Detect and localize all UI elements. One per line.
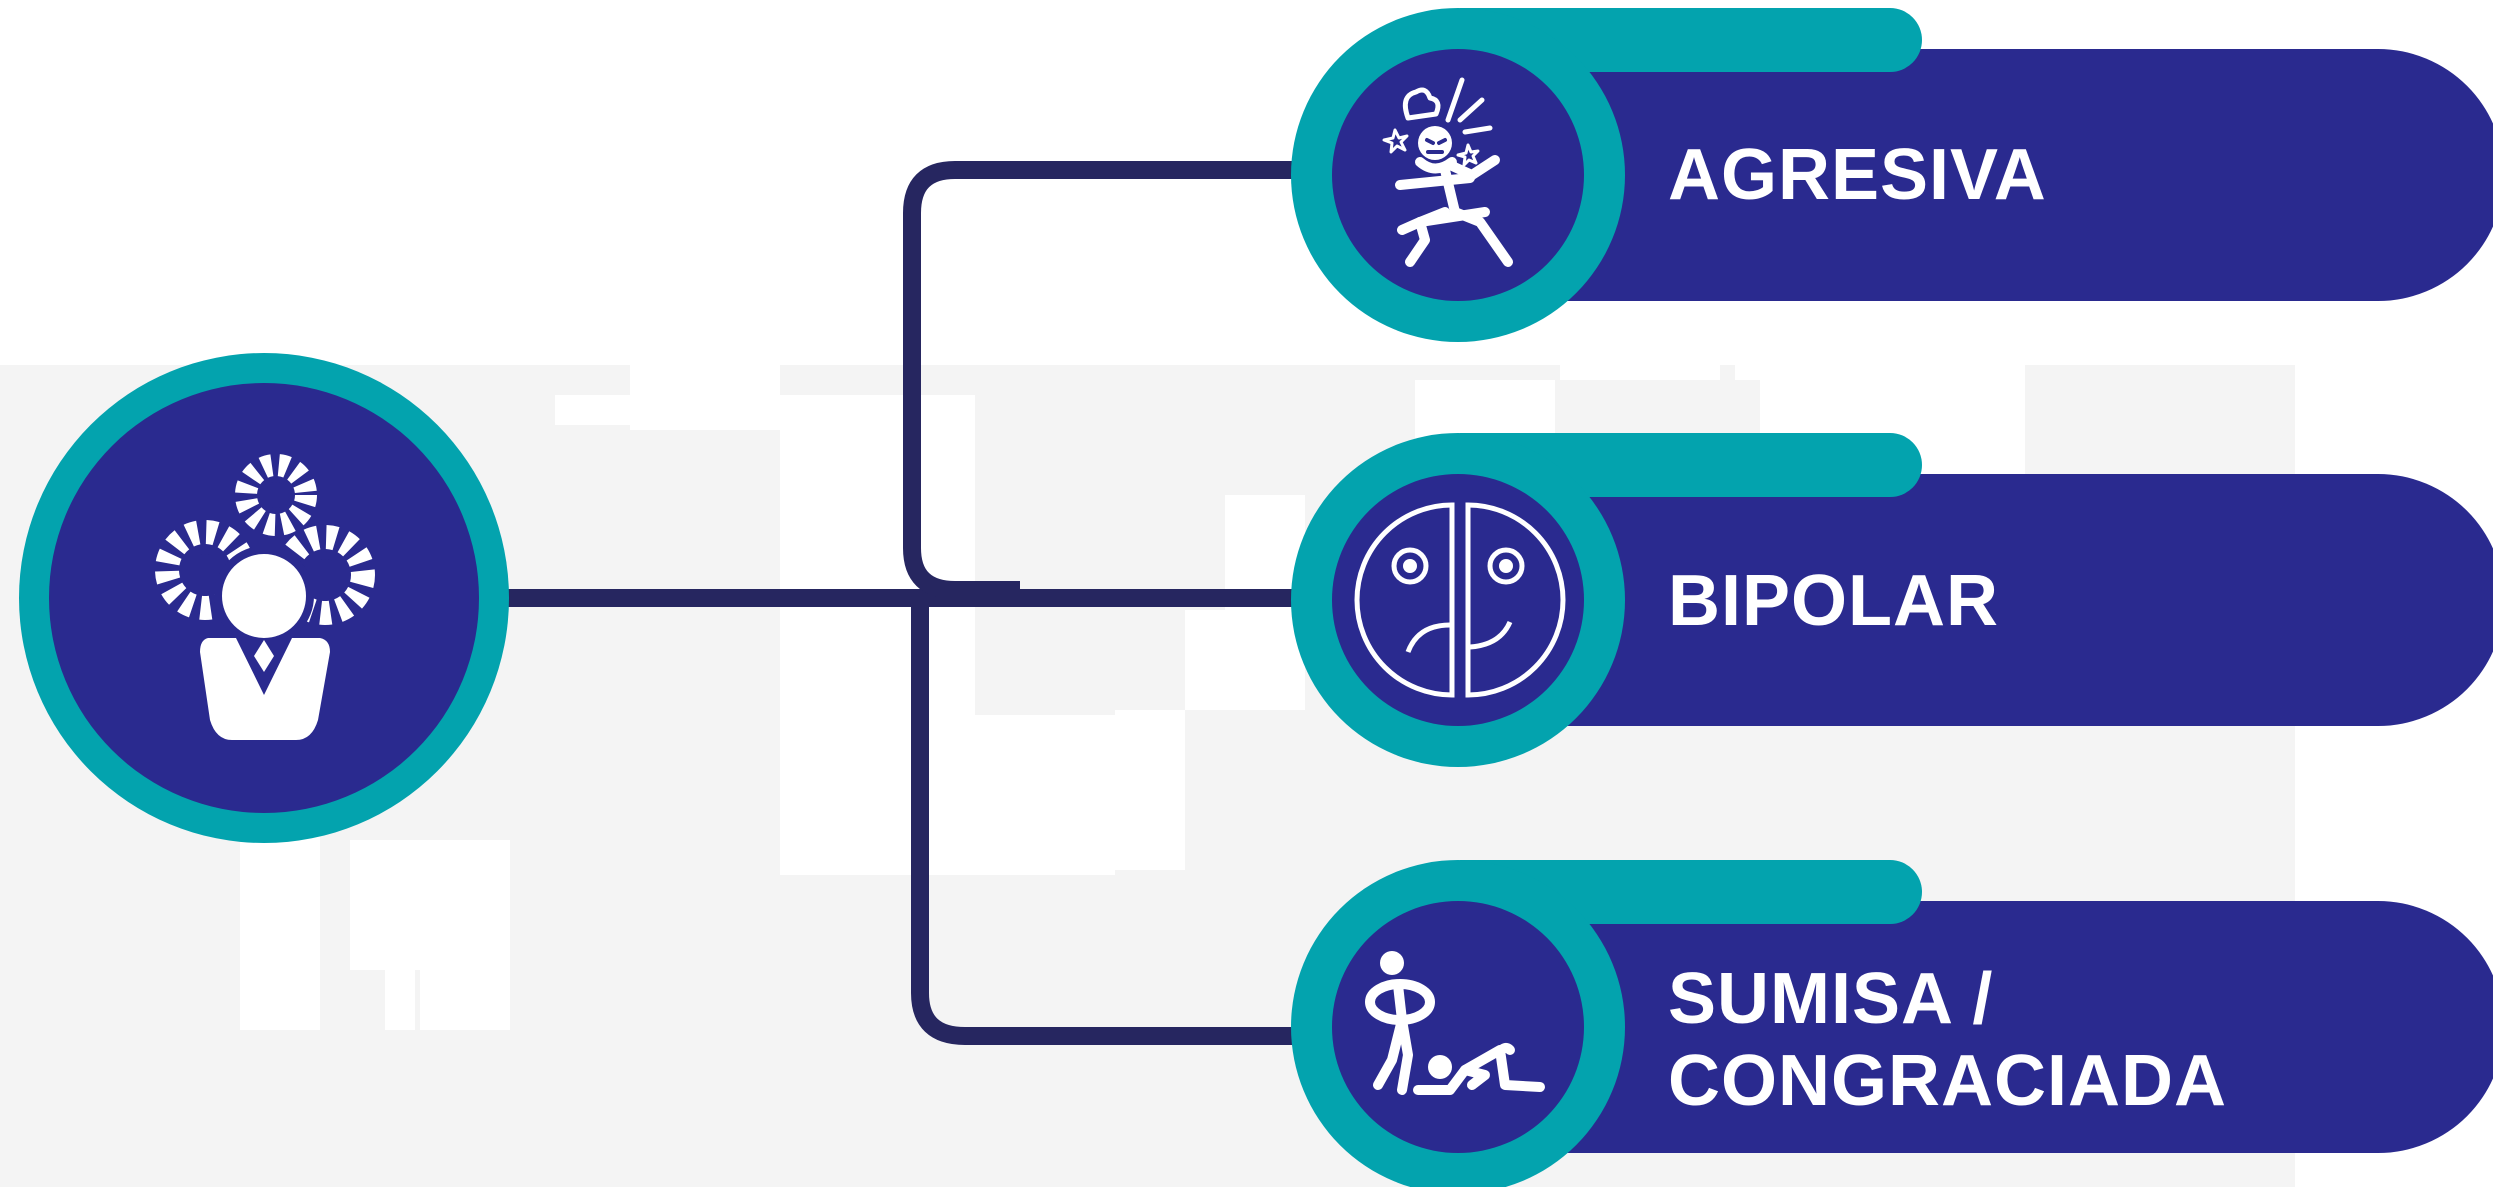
branch-nodes xyxy=(1291,8,2493,1187)
connector-lines xyxy=(470,161,1330,1045)
angry-person-icon xyxy=(1382,77,1513,267)
label-pill xyxy=(1460,49,2493,301)
branch-node-1 xyxy=(1291,8,2493,342)
teal-tab xyxy=(1460,8,1922,72)
kneeling-person-icon xyxy=(1365,951,1545,1095)
branch-label-agresiva: AGRESIVA xyxy=(1668,134,2428,216)
branch-label-bipolar: BIPOLAR xyxy=(1668,560,2428,642)
label-line: SUMISA / xyxy=(1668,959,1994,1039)
branch-label-sumisa: SUMISA / CONGRACIADA xyxy=(1668,958,2428,1122)
label-line: BIPOLAR xyxy=(1668,561,1999,641)
label-line: CONGRACIADA xyxy=(1668,1041,2227,1121)
root-node xyxy=(19,353,509,843)
teal-tab xyxy=(1460,860,1922,924)
teal-tab xyxy=(1460,433,1922,497)
label-pill xyxy=(1460,474,2493,726)
branch-node-3 xyxy=(1291,860,2493,1187)
icon-disc xyxy=(1332,901,1584,1153)
icon-disc xyxy=(1332,474,1584,726)
two-face-icon xyxy=(1354,502,1566,698)
branch-node-2 xyxy=(1291,433,2493,767)
label-line: AGRESIVA xyxy=(1668,135,2047,215)
businessman-gears-icon xyxy=(155,454,375,740)
label-pill xyxy=(1460,901,2493,1153)
